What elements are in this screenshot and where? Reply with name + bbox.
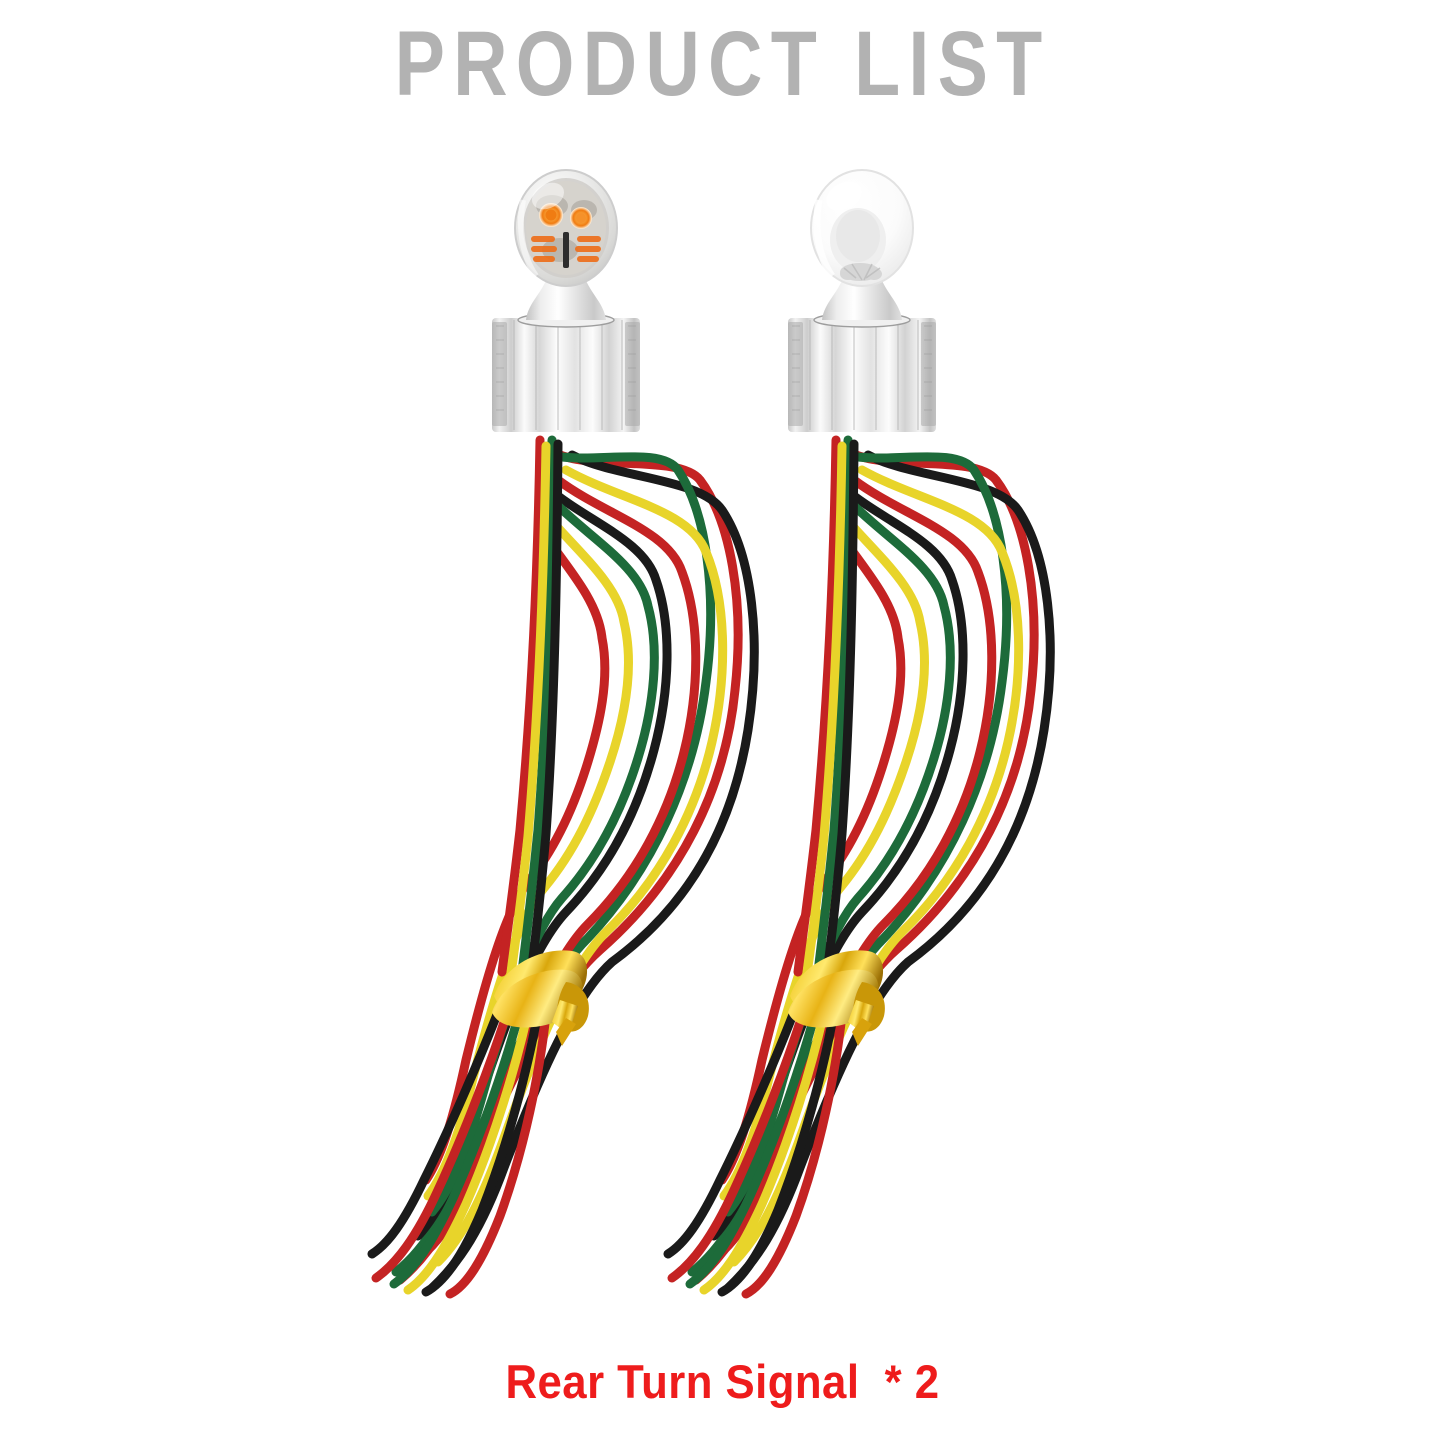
signal-lens-1 xyxy=(514,169,618,287)
product-caption: Rear Turn Signal * 2 xyxy=(505,1355,940,1408)
signal-lens-2 xyxy=(810,169,914,287)
wire-tie-2 xyxy=(788,950,885,1046)
wire-bundle-2 xyxy=(663,435,1055,1299)
product-item-1 xyxy=(367,169,759,1299)
product-item-2 xyxy=(663,169,1055,1299)
signal-housing-1 xyxy=(491,266,641,433)
page-title: PRODUCT LIST xyxy=(394,13,1051,115)
led-emitters-1 xyxy=(531,203,601,268)
signal-housing-2 xyxy=(787,266,937,433)
wire-bundle-1 xyxy=(367,435,759,1299)
wire-tie-1 xyxy=(492,950,589,1046)
